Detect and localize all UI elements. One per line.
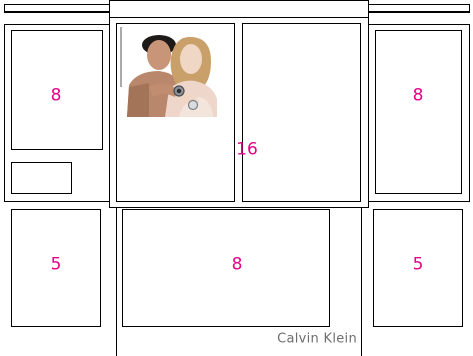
center-panel-divider bbox=[109, 17, 369, 18]
left-small-block bbox=[11, 162, 72, 194]
center-bottom-number: 8 bbox=[232, 257, 243, 274]
right-bottom-number: 5 bbox=[413, 257, 424, 274]
center-block-number: 16 bbox=[236, 142, 258, 159]
right-block-8 bbox=[375, 30, 462, 194]
right-block-number: 8 bbox=[413, 88, 424, 105]
top-strip-left bbox=[4, 4, 110, 12]
center-bottom-block-8 bbox=[122, 209, 330, 327]
center-right-block bbox=[242, 23, 361, 202]
couple-photo bbox=[119, 27, 223, 117]
center-guide-left bbox=[116, 205, 117, 356]
center-guide-right bbox=[361, 205, 362, 356]
left-bottom-number: 5 bbox=[51, 257, 62, 274]
brand-logo-text: Calvin Klein bbox=[277, 332, 357, 347]
left-block-number: 8 bbox=[51, 88, 62, 105]
top-strip-right bbox=[368, 4, 470, 12]
